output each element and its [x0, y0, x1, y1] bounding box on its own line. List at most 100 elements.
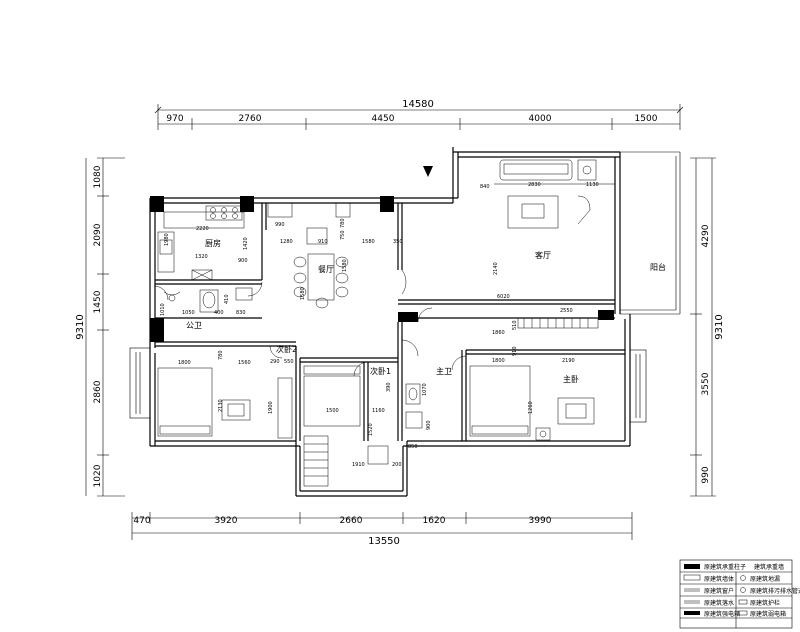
legend-label-9: 原建筑强电箱	[704, 610, 740, 618]
top-dimension-group: 14580 970 2760 4450 4000 1500	[154, 99, 684, 130]
bedroom2-fixtures: 1800 1560 780 290 550 2130 1900 次卧2	[157, 344, 297, 439]
bed	[303, 375, 361, 427]
column-4	[150, 318, 164, 342]
master-dim-3: 910	[512, 346, 518, 356]
dining-dim-4: 750	[340, 230, 346, 240]
bath-dim-4: 410	[224, 294, 230, 304]
bed2-dim-5: 550	[284, 359, 294, 365]
dining-dim-9: 1580	[300, 287, 306, 300]
master-bath-fixtures: 1070 900 主卫	[405, 366, 452, 430]
legend-weak-swatch	[738, 610, 748, 616]
desk-chair	[367, 445, 389, 465]
top-dim-2: 2760	[239, 114, 262, 124]
room-label-kitchen: 厨房	[205, 238, 221, 248]
kitchen-fixtures: 2220 1980 1320 1420 900 厨房	[157, 205, 249, 281]
bedroom1-fixtures: 1500 1160 1910 1520 200 390 次卧1	[303, 365, 402, 487]
bed1-dim-3: 1910	[352, 462, 365, 468]
left-dimension-group: 1080 2090 1450 2860 1020 9310	[75, 157, 125, 497]
right-dim-2: 3550	[701, 372, 711, 395]
toilet-icon	[405, 383, 421, 405]
bed2-dim-3: 780	[218, 350, 224, 360]
room-label-bedroom-2: 次卧2	[276, 344, 297, 354]
bottom-dimension-group: 470 3920 2660 1620 3990 13550	[131, 512, 633, 547]
coffee-table	[507, 195, 559, 229]
bath-dim-2: 400	[214, 310, 224, 316]
bed1-dim-4: 1520	[368, 423, 374, 436]
living-dim-8: 1860	[492, 330, 505, 336]
public-bath-fixtures: 1050 400 830 410 1010 公卫	[160, 287, 253, 330]
living-dim-3: 1130	[586, 182, 599, 188]
legend-label-2: 建筑承重墙	[754, 563, 784, 571]
column-3	[380, 196, 394, 212]
room-label-dining: 餐厅	[318, 265, 334, 274]
column-1	[150, 196, 164, 212]
top-dim-5: 1500	[635, 114, 658, 124]
fridge-icon	[191, 269, 213, 281]
dining-dim-8: 1580	[342, 259, 348, 272]
bottom-dim-5: 3990	[529, 516, 552, 526]
kitchen-dim-3: 1320	[195, 254, 208, 260]
bed2-dim-4: 290	[270, 359, 280, 365]
doors	[153, 269, 467, 377]
interior-walls	[155, 203, 625, 441]
legend-column-swatch	[684, 564, 700, 569]
basin-icon	[405, 411, 423, 429]
legend-label-3: 原建筑墙体	[704, 575, 734, 583]
living-dim-2: 2830	[528, 182, 541, 188]
bed1-dim-2: 1160	[372, 408, 385, 414]
balcony-outline: 阳台	[620, 151, 681, 315]
column-5	[398, 312, 418, 322]
bed1-dim-1: 1500	[326, 408, 339, 414]
room-label-master-bath: 主卫	[436, 366, 452, 376]
bed2-dim-6: 2130	[218, 399, 224, 412]
toilet-icon	[199, 289, 219, 313]
desk	[221, 399, 251, 421]
right-total-dim: 9310	[714, 314, 725, 339]
basin-icon	[235, 287, 253, 301]
master-dim-1: 1800	[492, 358, 505, 364]
left-dim-3: 1450	[93, 290, 103, 313]
dining-table	[307, 253, 335, 301]
room-label-living: 客厅	[535, 250, 551, 260]
bed	[157, 367, 213, 437]
master-dim-5: 850	[408, 444, 418, 450]
legend-label-8: 原建筑护栏	[750, 599, 780, 607]
left-dim-4: 2860	[93, 380, 103, 403]
column-6	[598, 310, 614, 320]
chair-icon	[293, 256, 307, 268]
right-dim-1: 4290	[701, 224, 711, 247]
living-fixtures: 840 2830 1130 2140 6020 2550 510 1860 客厅	[480, 159, 615, 336]
right-dimension-group: 4290 3550 990 9310	[690, 157, 725, 497]
master-dim-2: 2190	[562, 358, 575, 364]
bedroom2-window	[129, 347, 151, 419]
bath-dim-5: 1010	[160, 303, 166, 316]
kitchen-dim-1: 2220	[196, 226, 209, 232]
top-dim-1: 970	[166, 114, 183, 124]
dining-dim-6: 350	[393, 239, 403, 245]
room-label-master-bedroom: 主卧	[563, 374, 579, 384]
bottom-dim-1: 470	[133, 516, 150, 526]
pipe-icon	[740, 587, 746, 593]
top-dim-3: 4450	[372, 114, 395, 124]
living-dim-5: 6020	[497, 294, 510, 300]
bath-dim-1: 1050	[182, 310, 195, 316]
legend-label-5: 原建筑窗户	[704, 587, 734, 595]
legend-label-10: 原建筑弱电箱	[750, 610, 786, 618]
room-label-balcony: 阳台	[650, 262, 666, 272]
dining-dim-2: 1280	[280, 239, 293, 245]
dining-dim-5: 1580	[362, 239, 375, 245]
entrance-arrow-icon	[423, 166, 433, 177]
legend-label-1: 原建筑承重柱子	[704, 563, 746, 571]
legend-wall-swatch	[683, 574, 701, 581]
sink-icon	[159, 239, 173, 255]
bath-dim-3: 830	[236, 310, 246, 316]
legend-label-4: 原建筑地漏	[750, 575, 780, 583]
column-2	[240, 196, 254, 212]
kitchen-dim-5: 900	[238, 258, 248, 264]
living-dim-1: 840	[480, 184, 490, 190]
bed1-dim-5: 200	[392, 462, 402, 468]
living-dim-6: 2550	[560, 308, 573, 314]
left-total-dim: 9310	[75, 314, 86, 339]
door-arc	[401, 269, 407, 295]
